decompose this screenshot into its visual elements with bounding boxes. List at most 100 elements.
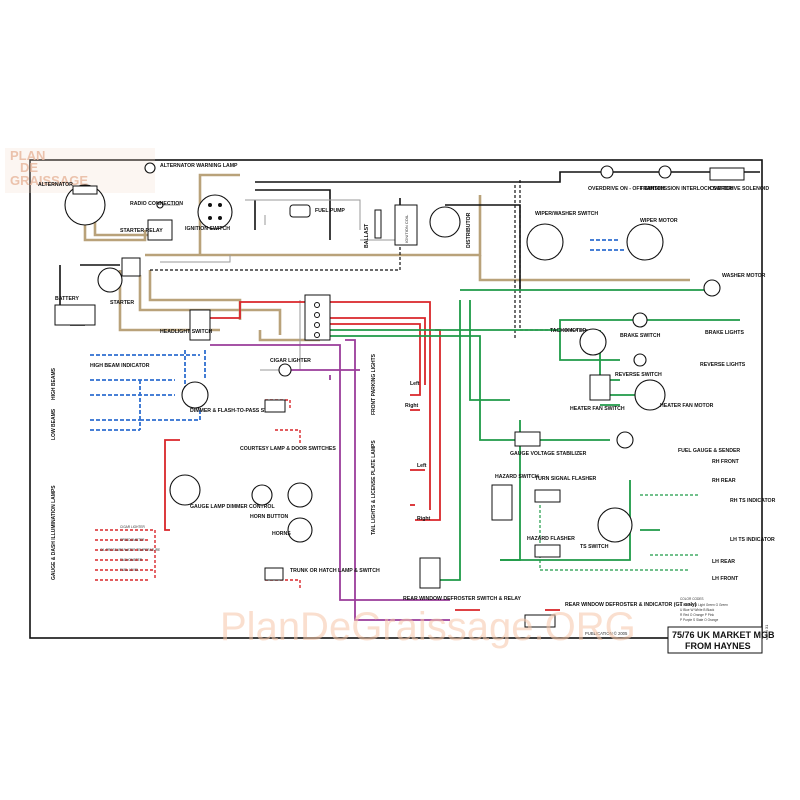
svg-text:HAZARD FLASHER: HAZARD FLASHER xyxy=(527,536,575,542)
dashed-green-wires xyxy=(539,494,700,571)
svg-text:LH FRONT: LH FRONT xyxy=(712,576,739,582)
wiper-washer-switch: WIPER/WASHER SWITCH xyxy=(526,211,598,261)
svg-text:BATTERY: BATTERY xyxy=(55,296,79,302)
svg-text:75/76 UK MARKET MGB: 75/76 UK MARKET MGB xyxy=(672,630,775,640)
svg-text:HAZARD SWITCH: HAZARD SWITCH xyxy=(495,474,539,480)
svg-text:BRAKE SWITCH: BRAKE SWITCH xyxy=(620,333,661,339)
high-beams: HIGH BEAMS xyxy=(51,367,57,400)
svg-text:DIMMER & FLASH-TO-PASS SWITCH: DIMMER & FLASH-TO-PASS SWITCH xyxy=(190,408,281,414)
fuse-block xyxy=(304,294,331,341)
svg-text:HEATER FAN MOTOR: HEATER FAN MOTOR xyxy=(660,403,714,409)
alternator: ALTERNATOR xyxy=(38,182,106,226)
svg-text:IGNITION COIL: IGNITION COIL xyxy=(404,214,409,243)
courtesy-lamp: COURTESY LAMP & DOOR SWITCHES xyxy=(240,399,336,452)
svg-text:WIPER MOTOR: WIPER MOTOR xyxy=(640,218,678,224)
svg-text:OVERDRIVE SOLENOID: OVERDRIVE SOLENOID xyxy=(710,186,769,192)
reverse-switch: REVERSE SWITCH xyxy=(615,353,662,378)
svg-text:COURTESY LAMP & DOOR SWITCHES: COURTESY LAMP & DOOR SWITCHES xyxy=(240,446,336,452)
ignition-coil: IGNITION COIL xyxy=(394,204,418,246)
svg-text:HIGH BEAMS: HIGH BEAMS xyxy=(51,367,57,400)
svg-text:GAUGE LAMP DIMMER CONTROL: GAUGE LAMP DIMMER CONTROL xyxy=(190,504,275,510)
horn-button: HORN BUTTON xyxy=(250,484,288,520)
svg-text:FUEL LEVEL: FUEL LEVEL xyxy=(120,568,139,572)
starter: STARTER xyxy=(97,257,141,306)
svg-text:GAUGE & DASH ILLUMINATION LAMP: GAUGE & DASH ILLUMINATION LAMPS xyxy=(51,485,57,580)
sheet-label: sheet 31 xyxy=(764,624,769,640)
gauge-lamp-dimmer: GAUGE LAMP DIMMER CONTROL xyxy=(169,474,275,510)
title-block: 75/76 UK MARKET MGB FROM HAYNES xyxy=(667,626,775,654)
heater-fan-switch: HEATER FAN SWITCH xyxy=(570,374,625,412)
svg-text:P Purple S Slate O O: P Purple S Slate O Orange xyxy=(680,618,718,622)
blue-wires xyxy=(90,239,625,431)
brake-lights: BRAKE LIGHTS xyxy=(705,330,744,336)
footer-watermark: PlanDeGraissage.ORG xyxy=(220,605,636,649)
svg-text:B Brown LG Light Green G G: B Brown LG Light Green G Green xyxy=(680,603,728,607)
publisher: PUBLICATION © 2005 xyxy=(585,631,628,636)
svg-text:CIGAR LIGHTER: CIGAR LIGHTER xyxy=(270,358,311,364)
fuel-pump: FUEL PUMP xyxy=(289,204,345,218)
svg-text:OVERDRIVE ON - OFF SWITCH: OVERDRIVE ON - OFF SWITCH xyxy=(588,186,665,192)
high-beam-indicator: HIGH BEAM INDICATOR xyxy=(90,363,150,369)
svg-text:TS SWITCH: TS SWITCH xyxy=(580,544,609,550)
transmission-interlock-switch: TRANSMISSION INTERLOCK SWITCH xyxy=(640,165,734,192)
front-parking-lights: FRONT PARKING LIGHTS Left Right xyxy=(371,353,420,415)
battery: BATTERY xyxy=(54,296,96,326)
low-beams: LOW BEAMS xyxy=(51,408,57,440)
svg-text:IGNITION SWITCH: IGNITION SWITCH xyxy=(185,226,230,232)
svg-text:FRONT PARKING LIGHTS: FRONT PARKING LIGHTS xyxy=(371,353,377,415)
svg-text:FUEL PUMP: FUEL PUMP xyxy=(315,208,345,214)
purple-wires xyxy=(210,339,450,621)
svg-text:HORN BUTTON: HORN BUTTON xyxy=(250,514,288,520)
ts-switch: TS SWITCH xyxy=(580,507,633,550)
horns: HORNS xyxy=(272,482,313,543)
overdrive-solenoid: OVERDRIVE SOLENOID xyxy=(709,167,769,192)
color-legend: COLOR CODES B Brown LG Light Green G Gre… xyxy=(680,597,728,622)
hazard-switch: HAZARD SWITCH xyxy=(491,474,539,521)
gauge-voltage-stabilizer: GAUGE VOLTAGE STABILIZER xyxy=(510,431,587,457)
svg-text:COLOR CODES: COLOR CODES xyxy=(680,597,704,601)
svg-text:DE: DE xyxy=(20,160,38,175)
svg-text:RH FRONT: RH FRONT xyxy=(712,459,740,465)
svg-text:RADIO CONNECTION: RADIO CONNECTION xyxy=(130,201,183,207)
overdrive-switch: OVERDRIVE ON - OFF SWITCH xyxy=(588,165,665,192)
tachometer: TACHOMETER xyxy=(550,328,607,356)
svg-text:GAUGE VOLTAGE STABILIZER: GAUGE VOLTAGE STABILIZER xyxy=(510,451,587,457)
svg-text:REAR WINDOW DEFROSTER SWITCH &: REAR WINDOW DEFROSTER SWITCH & RELAY xyxy=(403,596,522,602)
trunk-lamp: TRUNK OR HATCH LAMP & SWITCH xyxy=(264,567,380,581)
alternator-warning-lamp: ALTERNATOR WARNING LAMP xyxy=(144,162,238,174)
svg-text:R Red O Orange P P: R Red O Orange P Pink xyxy=(680,613,714,617)
starter-relay: STARTER RELAY xyxy=(120,219,173,241)
svg-text:TURN SIGNAL FLASHER: TURN SIGNAL FLASHER xyxy=(535,476,597,482)
svg-text:LH TS INDICATOR: LH TS INDICATOR xyxy=(730,537,775,543)
hazard-flasher: HAZARD FLASHER xyxy=(527,536,575,558)
headlight-switch: HEADLIGHT SWITCH xyxy=(160,309,212,341)
svg-text:Right: Right xyxy=(405,403,419,409)
svg-text:ALTERNATOR WARNING LAMP: ALTERNATOR WARNING LAMP xyxy=(160,163,238,169)
gauge-dash-lamps: GAUGE & DASH ILLUMINATION LAMPS CIGAR LI… xyxy=(51,485,160,580)
svg-text:REAR WINDOW DEFROSTER & INDICA: REAR WINDOW DEFROSTER & INDICATOR (GT on… xyxy=(565,602,697,608)
svg-text:TACHOMETER: TACHOMETER xyxy=(550,328,586,334)
svg-text:HEADLIGHT SWITCH: HEADLIGHT SWITCH xyxy=(160,329,212,335)
svg-text:WASHER MOTOR: WASHER MOTOR xyxy=(722,273,766,279)
ignition-switch: IGNITION SWITCH xyxy=(185,194,233,232)
radio-connection: RADIO CONNECTION xyxy=(130,201,183,209)
svg-text:TAIL LIGHTS & LICENSE PLATE LA: TAIL LIGHTS & LICENSE PLATE LAMPS xyxy=(371,440,377,535)
svg-text:STARTER RELAY: STARTER RELAY xyxy=(120,228,163,234)
svg-text:Left: Left xyxy=(417,463,427,469)
svg-text:HIGH BEAM INDICATOR: HIGH BEAM INDICATOR xyxy=(90,363,150,369)
svg-text:TACHOMETER: TACHOMETER xyxy=(120,558,143,562)
svg-text:LH REAR: LH REAR xyxy=(712,559,735,565)
heater-fan-motor: HEATER FAN MOTOR xyxy=(634,379,714,411)
washer-motor: WASHER MOTOR xyxy=(703,273,766,297)
distributor: DISTRIBUTOR xyxy=(429,206,472,248)
svg-text:BALLAST: BALLAST xyxy=(364,223,370,248)
reverse-lights: REVERSE LIGHTS xyxy=(700,362,746,368)
cigar-lighter: CIGAR LIGHTER xyxy=(270,358,311,377)
svg-text:STARTER: STARTER xyxy=(110,300,134,306)
svg-text:REVERSE SWITCH: REVERSE SWITCH xyxy=(615,372,662,378)
turn-lamps: RH FRONT RH REAR RH TS INDICATOR LH TS I… xyxy=(712,459,776,582)
dashed-red-wires xyxy=(95,399,301,590)
svg-text:RH TS INDICATOR: RH TS INDICATOR xyxy=(730,498,776,504)
ballast: BALLAST xyxy=(364,209,382,248)
svg-text:U Blue W White B B: U Blue W White B Black xyxy=(680,608,715,612)
